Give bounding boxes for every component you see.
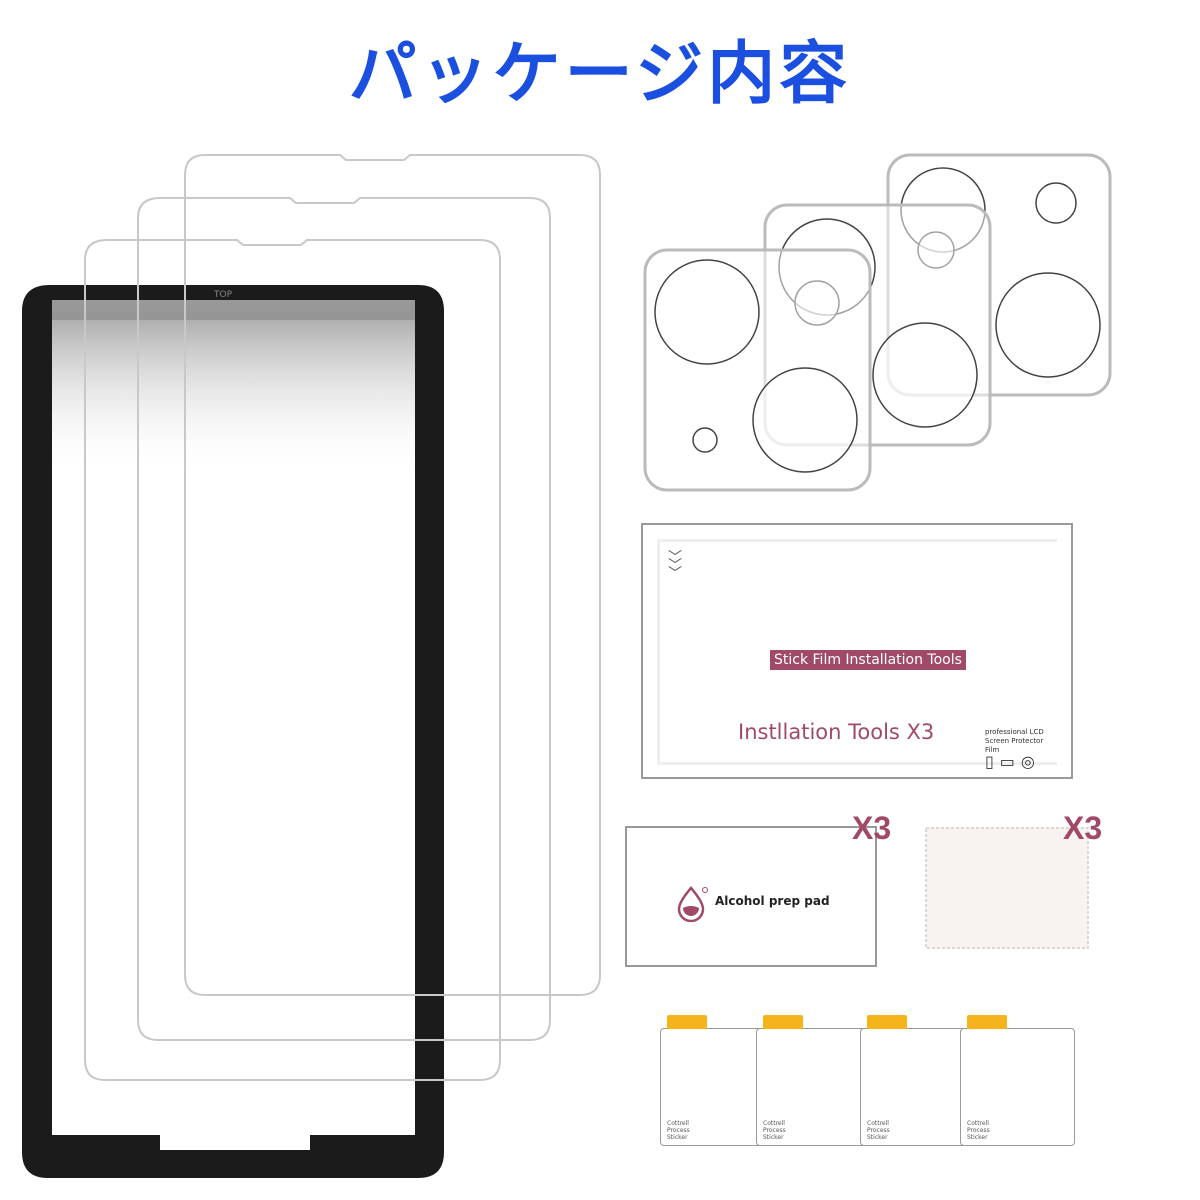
note-line: Screen Protector Film bbox=[985, 737, 1044, 754]
cleaning-cloth bbox=[925, 827, 1089, 949]
installation-tools-card: ﹀﹀﹀ Stick Film Installation Tools Instll… bbox=[641, 523, 1073, 779]
sticker-tab bbox=[667, 1015, 707, 1029]
sticker-text: Cottrell bbox=[867, 1120, 889, 1127]
alcohol-pad-count: X3 bbox=[852, 810, 892, 846]
glass-sheet bbox=[184, 154, 601, 996]
sticker-text: Process bbox=[763, 1127, 786, 1134]
alcohol-pad-label: Alcohol prep pad bbox=[715, 894, 830, 908]
alcohol-prep-pad: Alcohol prep pad bbox=[625, 826, 877, 967]
sticker-text: Sticker bbox=[967, 1134, 988, 1141]
sticker-text: Cottrell bbox=[763, 1120, 785, 1127]
tools-banner: Stick Film Installation Tools bbox=[770, 650, 966, 670]
cloth-count: X3 bbox=[1063, 810, 1103, 846]
sticker-text: Process bbox=[667, 1127, 690, 1134]
camera-protectors-illustration bbox=[643, 153, 1112, 492]
sticker-text: Cottrell bbox=[667, 1120, 689, 1127]
screen-protectors-illustration: TOP bbox=[22, 154, 601, 1178]
chevron-down-icon: ﹀﹀﹀ bbox=[668, 550, 682, 582]
glass-sheet bbox=[137, 197, 551, 1041]
sticker-text: Sticker bbox=[867, 1134, 888, 1141]
sticker-text: Cottrell bbox=[967, 1120, 989, 1127]
tools-note: professional LCD Screen Protector Film ▯… bbox=[985, 728, 1057, 771]
sticker-text: Sticker bbox=[763, 1134, 784, 1141]
sticker-text: Process bbox=[867, 1127, 890, 1134]
droplet-icon bbox=[677, 886, 708, 922]
sticker-text: Process bbox=[967, 1127, 990, 1134]
tools-title: Instllation Tools X3 bbox=[738, 720, 935, 744]
sticker-tab bbox=[867, 1015, 907, 1029]
note-line: professional LCD bbox=[985, 728, 1044, 736]
alignment-frame bbox=[22, 285, 444, 1178]
frame-top-label: TOP bbox=[213, 290, 233, 300]
sticker-tab bbox=[763, 1015, 803, 1029]
sticker-tab bbox=[967, 1015, 1007, 1029]
sticker-text: Sticker bbox=[667, 1134, 688, 1141]
page-title: パッケージ内容 bbox=[348, 35, 852, 114]
camera-lens-protector bbox=[643, 248, 872, 492]
device-icons: ▯▭◎ bbox=[985, 752, 1041, 771]
glass-sheet bbox=[84, 239, 501, 1081]
